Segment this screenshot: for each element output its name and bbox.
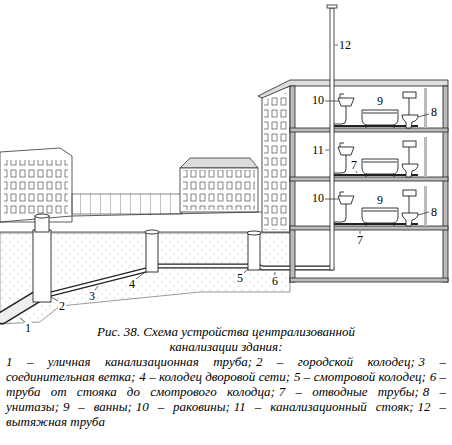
house-part <box>290 226 448 230</box>
wells-part <box>248 234 260 270</box>
fixtures <box>334 88 427 226</box>
pipes-part <box>158 265 248 268</box>
house-part <box>264 92 288 230</box>
leader-lines-part <box>325 199 339 200</box>
background-building-middle <box>180 158 258 212</box>
stack-part <box>327 5 337 8</box>
fixtures-part <box>334 186 427 226</box>
yard <box>0 212 290 232</box>
leader-lines-part <box>136 272 145 279</box>
callout-number: 7 <box>356 234 364 246</box>
leader-lines-part <box>356 171 357 173</box>
legend-entry: 11 – канализационный стояк; <box>234 399 414 414</box>
legend-entry: 4 – колодец дворовой сети; <box>139 369 290 384</box>
leader-lines-part <box>325 101 339 102</box>
callout-number: 1 <box>24 322 32 334</box>
callout-number: 12 <box>338 39 352 51</box>
callout-number: 4 <box>128 278 136 290</box>
leader-lines-part <box>325 150 329 151</box>
legend-entry: 1 – уличная канализационная труба; <box>6 354 252 369</box>
house <box>258 80 448 282</box>
house-part <box>290 177 448 181</box>
callout-number: 9 <box>376 95 384 107</box>
background-building-left-part <box>4 160 68 216</box>
pipes-part <box>158 264 248 269</box>
callout-number: 8 <box>430 206 438 218</box>
background-building-left <box>0 148 72 222</box>
caption-list: 1 – уличная канализационная труба; 2 – го… <box>6 354 446 429</box>
house-part <box>262 86 290 232</box>
legend-entry: 5 – смотровой колодец; <box>294 369 426 384</box>
callout-number: 7 <box>350 159 358 171</box>
fixtures-part <box>334 137 427 177</box>
background-building-left-part <box>0 148 72 222</box>
wells-part <box>145 230 159 234</box>
callout-number: 3 <box>88 290 96 302</box>
house-part <box>290 128 448 132</box>
callout-number: 11 <box>311 144 325 156</box>
fixtures-part <box>334 88 427 128</box>
stack-part <box>330 8 334 270</box>
callout-number: 10 <box>311 192 325 204</box>
legend-entry: 10 – раковины; <box>136 399 230 414</box>
callout-number: 10 <box>311 94 325 106</box>
house-part <box>443 86 448 282</box>
background-building-middle-part <box>180 168 258 212</box>
figure-caption: Рис. 38. Схема устройства централизованн… <box>6 324 446 429</box>
fence-part <box>72 194 182 214</box>
callout-number: 6 <box>271 275 279 287</box>
house-part <box>290 86 295 282</box>
legend-entry: 7 – отводные трубы; <box>279 384 419 399</box>
callout-number: 9 <box>376 194 384 206</box>
background-building-middle-part <box>180 158 258 168</box>
pipes-part <box>51 270 146 294</box>
leader-lines-part <box>418 212 429 215</box>
callout-number: 5 <box>236 272 244 284</box>
callout-number: 2 <box>58 300 66 312</box>
pipes-part <box>51 270 146 294</box>
pipes <box>2 266 332 318</box>
legend-entry: 2 – городской колодец; <box>256 354 415 369</box>
house-part <box>258 80 448 98</box>
leader-lines <box>20 45 429 322</box>
wells-part <box>33 230 51 302</box>
wells-part <box>247 231 261 235</box>
leader-lines-part <box>418 114 429 117</box>
leader-lines-part <box>51 297 58 301</box>
background-building-middle-part <box>183 170 255 210</box>
wells-part <box>146 232 158 272</box>
house-part <box>290 278 448 282</box>
caption-title: Рис. 38. Схема устройства централизованн… <box>6 324 446 354</box>
callout-number: 8 <box>430 106 438 118</box>
wells <box>33 214 261 302</box>
wells-part <box>35 214 49 218</box>
legend-entry: 9 – ванны; <box>63 399 132 414</box>
leader-lines-part <box>244 269 248 273</box>
fence <box>72 194 182 214</box>
